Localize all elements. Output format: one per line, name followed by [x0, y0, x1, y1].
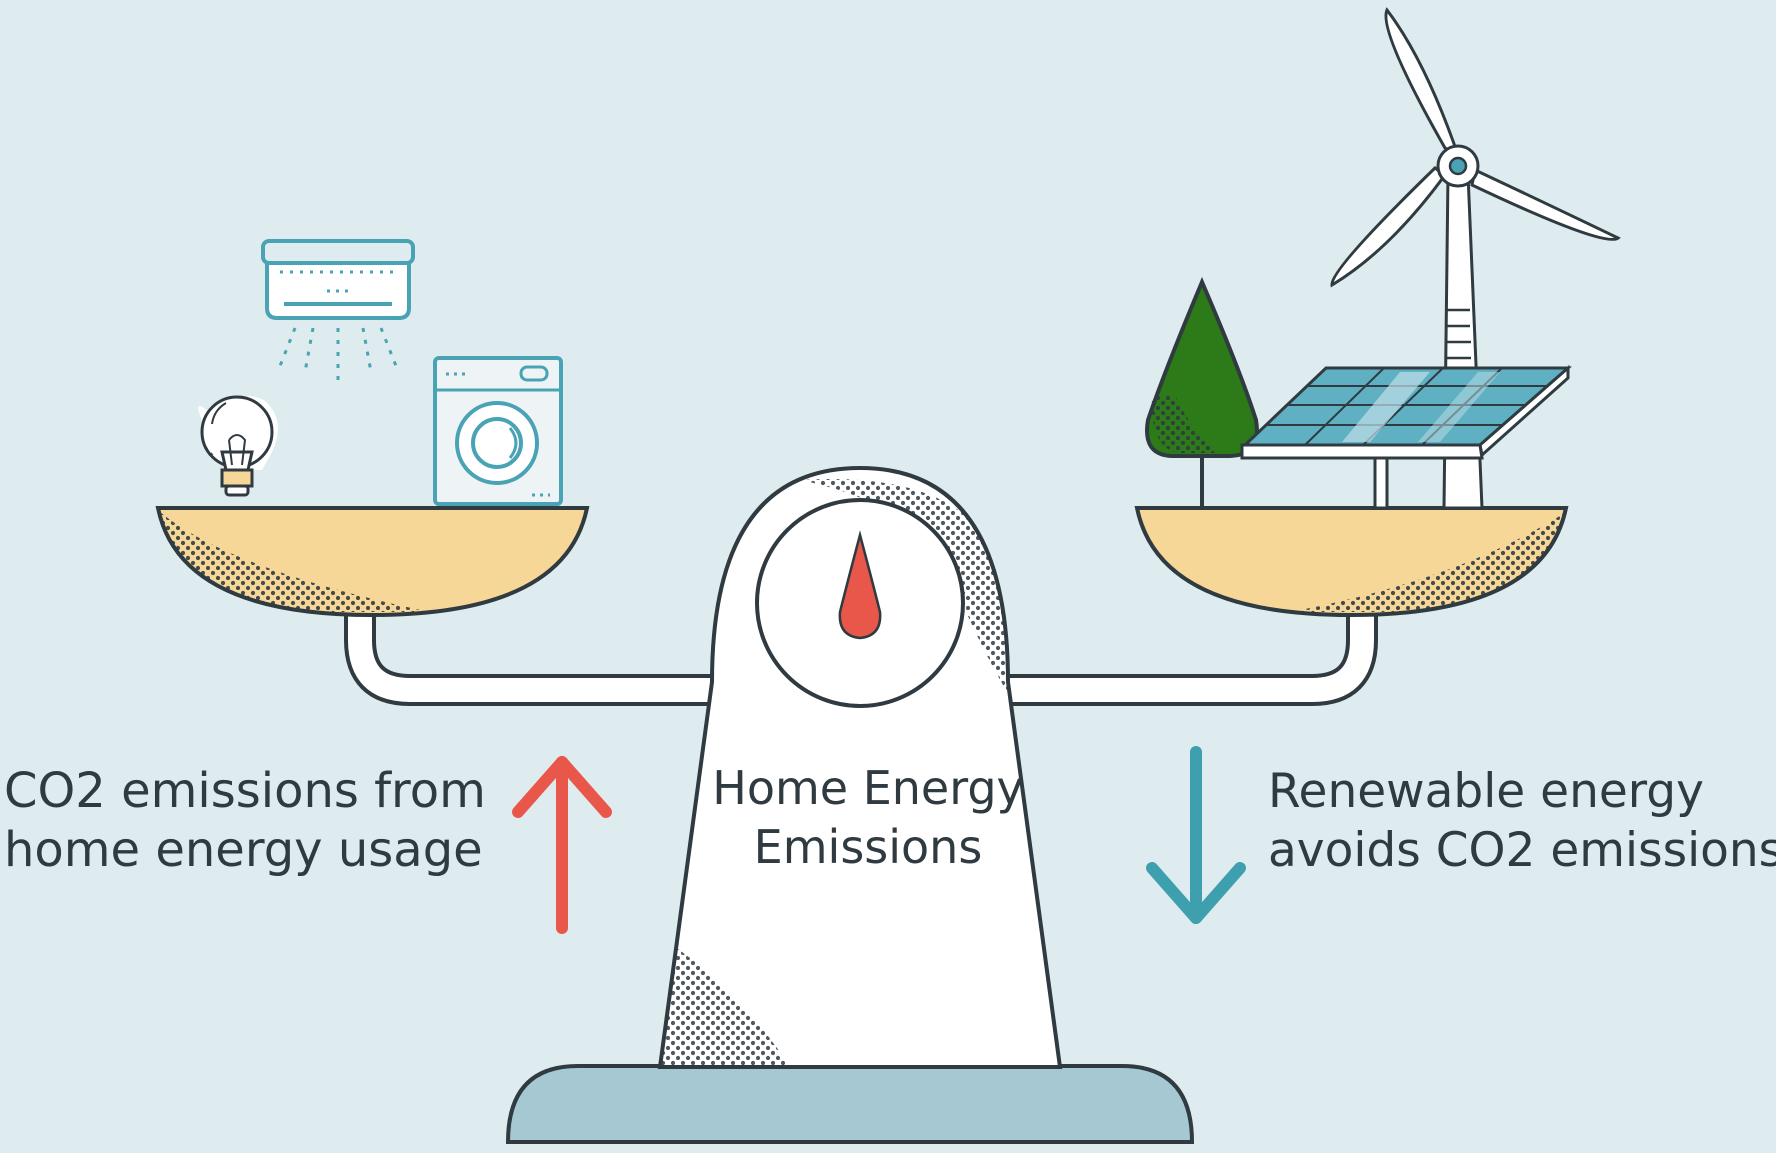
tree-icon	[1145, 276, 1259, 508]
dial-needle	[838, 530, 882, 640]
left-label-line-1: CO2 emissions from	[4, 763, 486, 819]
right-pan	[1134, 506, 1569, 618]
center-label-line-2: Emissions	[753, 820, 983, 874]
left-pan	[155, 506, 590, 618]
washing-machine-icon	[433, 356, 563, 506]
air-conditioner-icon	[261, 239, 415, 380]
right-label: Renewable energy avoids CO2 emissions	[1268, 762, 1776, 880]
center-label: Home Energy Emissions	[700, 759, 1036, 877]
right-label-line-2: avoids CO2 emissions	[1268, 823, 1776, 878]
solar-panel-icon	[1240, 364, 1572, 510]
arrow-down-icon	[1146, 746, 1246, 924]
arrow-up-icon	[512, 756, 612, 934]
scale-base	[505, 1064, 1195, 1144]
left-label-line-2: home energy usage	[4, 822, 483, 878]
right-label-line-1: Renewable energy	[1268, 764, 1704, 819]
lightbulb-icon	[198, 395, 278, 497]
center-label-line-1: Home Energy	[712, 761, 1024, 815]
left-label: CO2 emissions from home energy usage	[4, 762, 486, 880]
beam	[344, 610, 1378, 706]
scale-dial	[755, 498, 965, 708]
